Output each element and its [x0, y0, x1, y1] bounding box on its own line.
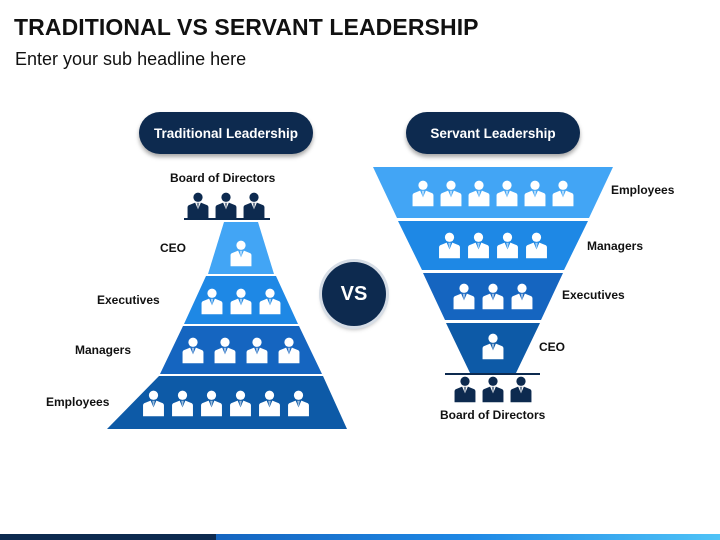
servant-leadership-heading: Servant Leadership — [406, 112, 580, 154]
person-icon — [482, 376, 504, 403]
servant-label-managers: Managers — [587, 239, 644, 253]
traditional-label-employees: Employees — [46, 395, 110, 409]
pyramid-level-employees — [107, 376, 347, 429]
page-title: TRADITIONAL VS SERVANT LEADERSHIP — [14, 14, 479, 40]
person-icon — [454, 376, 476, 403]
person-icon — [243, 192, 265, 219]
servant-label-ceo: CEO — [539, 340, 566, 354]
inverted-level-managers — [398, 221, 588, 270]
servant-board-label: Board of Directors — [440, 408, 546, 422]
traditional-leadership-heading: Traditional Leadership — [139, 112, 313, 154]
traditional-board-label: Board of Directors — [170, 171, 276, 185]
traditional-label-executives: Executives — [97, 293, 160, 307]
servant-label-employees: Employees — [611, 183, 675, 197]
servant-label-executives: Executives — [562, 288, 625, 302]
bottom-accent-bar — [0, 534, 720, 540]
person-icon — [187, 192, 209, 219]
person-icon — [215, 192, 237, 219]
inverted-level-employees — [373, 167, 613, 218]
traditional-label-managers: Managers — [75, 343, 132, 357]
vs-badge: VS — [322, 262, 386, 326]
traditional-label-ceo: CEO — [160, 241, 187, 255]
page-subtitle: Enter your sub headline here — [15, 49, 247, 69]
person-icon — [510, 376, 532, 403]
